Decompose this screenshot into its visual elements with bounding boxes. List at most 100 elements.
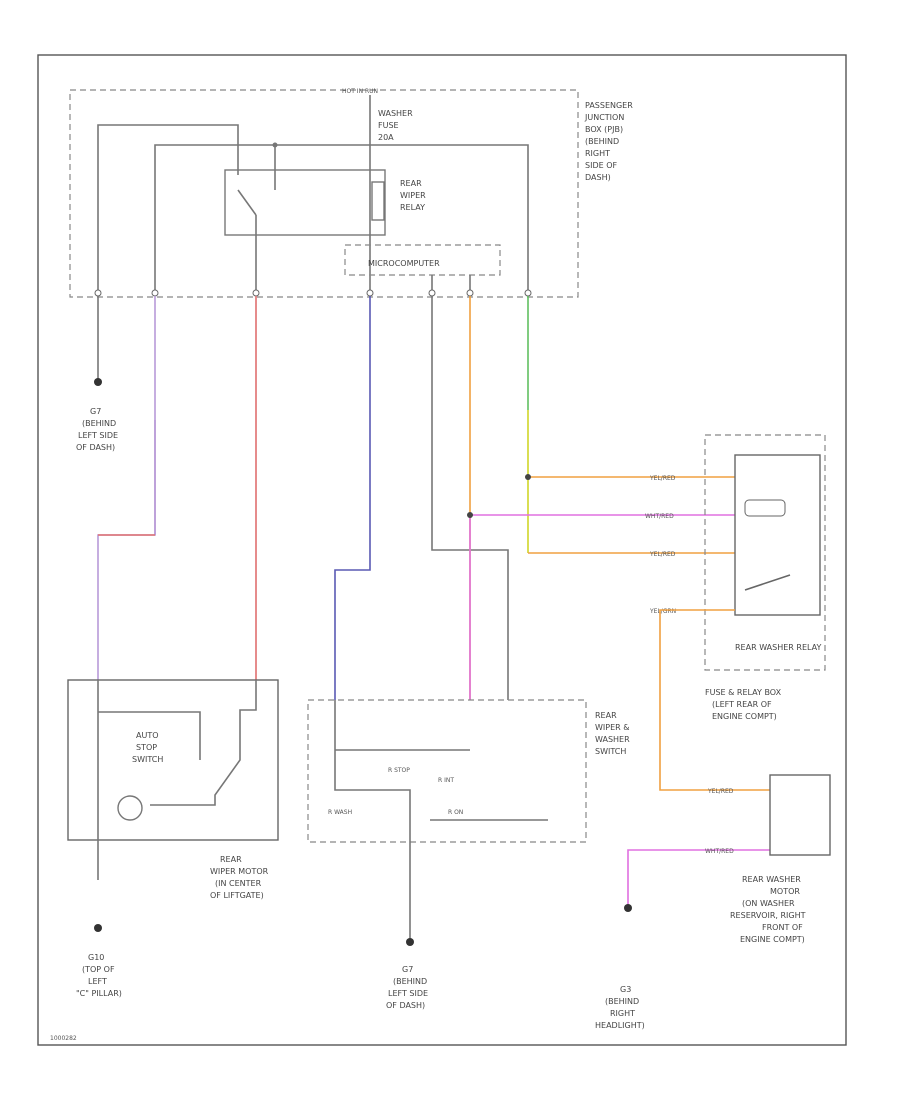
relay-splice — [272, 142, 278, 148]
wire-blue — [334, 296, 371, 700]
footer-code: 1000282 — [50, 1035, 77, 1042]
svg-text:HEADLIGHT): HEADLIGHT) — [595, 1021, 645, 1030]
svg-text:R INT: R INT — [438, 777, 454, 784]
rear-wiper-relay-label: REAR WIPER RELAY — [400, 179, 426, 212]
svg-text:WHT/RED: WHT/RED — [705, 848, 734, 855]
ground-g7-center-label: G7 (BEHIND LEFT SIDE OF DASH) — [386, 965, 428, 1010]
rear-washer-relay — [734, 454, 821, 616]
svg-text:REAR: REAR — [595, 711, 617, 720]
svg-text:LEFT SIDE: LEFT SIDE — [388, 989, 428, 998]
svg-text:YEL/RED: YEL/RED — [707, 788, 734, 795]
svg-text:R WASH: R WASH — [328, 809, 352, 816]
svg-text:WASHER: WASHER — [595, 735, 630, 744]
svg-text:STOP: STOP — [136, 743, 157, 752]
auto-stop-wire — [98, 711, 201, 760]
rear-washer-motor-label: REAR WASHER MOTOR (ON WASHER RESERVOIR, … — [730, 875, 806, 944]
rear-washer-motor — [769, 774, 831, 856]
svg-text:G7: G7 — [90, 407, 101, 416]
motor-wire-labels: YEL/RED WHT/RED — [705, 788, 734, 855]
svg-text:FUSE & RELAY BOX: FUSE & RELAY BOX — [705, 688, 782, 697]
svg-text:WHT/RED: WHT/RED — [645, 513, 674, 520]
ground-g7-left-label: G7 (BEHIND LEFT SIDE OF DASH) — [76, 407, 118, 452]
svg-text:LEFT SIDE: LEFT SIDE — [78, 431, 118, 440]
hot-in-run-label: HOT IN RUN — [342, 88, 378, 95]
svg-text:ENGINE COMPT): ENGINE COMPT) — [740, 935, 805, 944]
svg-text:WIPER: WIPER — [400, 191, 426, 200]
ground-g10-label: G10 (TOP OF LEFT "C" PILLAR) — [76, 953, 122, 998]
microcomputer-label: MICROCOMPUTER — [368, 259, 440, 268]
jb-bus-left — [97, 124, 239, 290]
fuse-relay-box-label: FUSE & RELAY BOX (LEFT REAR OF ENGINE CO… — [705, 688, 782, 721]
svg-text:R STOP: R STOP — [388, 767, 410, 774]
relay-wire-labels: YEL/RED WHT/RED YEL/RED YEL/GRN — [645, 475, 676, 615]
svg-text:RIGHT: RIGHT — [585, 149, 610, 158]
splice-1 — [525, 474, 531, 480]
svg-text:OF DASH): OF DASH) — [76, 443, 115, 452]
svg-text:RESERVOIR, RIGHT: RESERVOIR, RIGHT — [730, 911, 806, 920]
svg-text:(BEHIND: (BEHIND — [585, 137, 619, 146]
svg-text:MOTOR: MOTOR — [770, 887, 800, 896]
wire-to-washer-motor — [659, 609, 770, 791]
rear-washer-relay-label: REAR WASHER RELAY — [735, 643, 821, 652]
svg-text:R ON: R ON — [448, 809, 463, 816]
wire-violet — [97, 296, 156, 680]
svg-text:SWITCH: SWITCH — [132, 755, 163, 764]
svg-text:WIPER MOTOR: WIPER MOTOR — [210, 867, 269, 876]
svg-text:JUNCTION: JUNCTION — [584, 113, 624, 122]
svg-text:REAR: REAR — [220, 855, 242, 864]
svg-text:ENGINE COMPT): ENGINE COMPT) — [712, 712, 777, 721]
ground-g10 — [94, 924, 102, 932]
svg-text:AUTO: AUTO — [136, 731, 159, 740]
relay-switch-arm — [237, 189, 257, 216]
ground-g7-center — [406, 938, 414, 946]
svg-text:20A: 20A — [378, 133, 394, 142]
svg-text:(ON WASHER: (ON WASHER — [742, 899, 795, 908]
switch-title-label: REAR WIPER & WASHER SWITCH — [595, 711, 630, 756]
svg-text:WIPER &: WIPER & — [595, 723, 630, 732]
svg-text:(IN CENTER: (IN CENTER — [215, 879, 262, 888]
splice-2 — [467, 512, 473, 518]
svg-text:SIDE OF: SIDE OF — [585, 161, 617, 170]
auto-stop-switch-label: AUTO STOP SWITCH — [132, 731, 163, 764]
svg-text:REAR: REAR — [400, 179, 422, 188]
rear-wiper-motor-label: REAR WIPER MOTOR (IN CENTER OF LIFTGATE) — [210, 855, 269, 900]
svg-text:YEL/RED: YEL/RED — [649, 475, 676, 482]
svg-text:REAR WASHER: REAR WASHER — [742, 875, 801, 884]
switch-wire-1 — [334, 700, 411, 850]
svg-text:YEL/GRN: YEL/GRN — [649, 608, 676, 615]
svg-text:OF LIFTGATE): OF LIFTGATE) — [210, 891, 264, 900]
svg-text:G7: G7 — [402, 965, 413, 974]
diagram-frame — [37, 54, 847, 1046]
svg-text:(BEHIND: (BEHIND — [82, 419, 116, 428]
svg-text:PASSENGER: PASSENGER — [585, 101, 633, 110]
svg-text:OF DASH): OF DASH) — [386, 1001, 425, 1010]
svg-text:YEL/RED: YEL/RED — [649, 551, 676, 558]
ground-g3 — [624, 904, 632, 912]
ground-g7-left — [94, 378, 102, 386]
svg-text:SWITCH: SWITCH — [595, 747, 626, 756]
svg-text:G10: G10 — [88, 953, 104, 962]
svg-text:(LEFT REAR OF: (LEFT REAR OF — [712, 700, 772, 709]
ground-g3-label: G3 (BEHIND RIGHT HEADLIGHT) — [595, 985, 645, 1030]
svg-text:"C" PILLAR): "C" PILLAR) — [76, 989, 122, 998]
svg-text:LEFT: LEFT — [88, 977, 107, 986]
svg-text:RELAY: RELAY — [400, 203, 425, 212]
rear-wiper-motor — [67, 679, 279, 841]
svg-text:DASH): DASH) — [585, 173, 611, 182]
junction-box-title: PASSENGER JUNCTION BOX (PJB) (BEHIND RIG… — [584, 101, 633, 182]
microcomputer — [344, 244, 501, 276]
svg-text:BOX (PJB): BOX (PJB) — [585, 125, 623, 134]
svg-text:(BEHIND: (BEHIND — [605, 997, 639, 1006]
svg-text:(TOP OF: (TOP OF — [82, 965, 115, 974]
relay-coil — [371, 181, 385, 221]
fuse-relay-box-outline — [704, 434, 826, 671]
jb-connector-pins — [94, 289, 532, 297]
switch-position-labels: R WASH R STOP R INT R ON — [328, 767, 463, 816]
svg-text:FUSE: FUSE — [378, 121, 399, 130]
svg-text:WASHER: WASHER — [378, 109, 413, 118]
svg-text:RIGHT: RIGHT — [610, 1009, 635, 1018]
svg-text:(BEHIND: (BEHIND — [393, 977, 427, 986]
washer-relay-coil — [744, 499, 786, 517]
washer-relay-contact — [744, 574, 791, 591]
